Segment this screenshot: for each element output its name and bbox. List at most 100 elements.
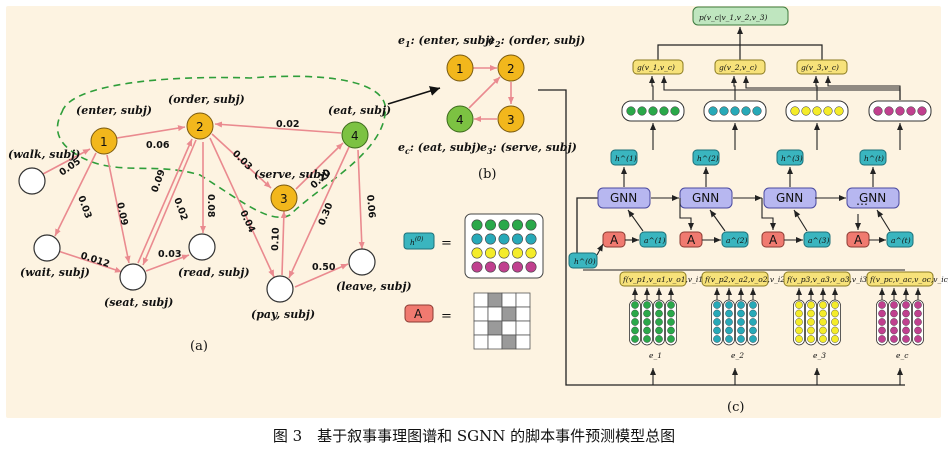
- wire-gnn-to-next-a: [679, 198, 694, 230]
- embedding-dot: [725, 335, 733, 343]
- legend-adjacency-cell: [501, 292, 517, 308]
- weight-pay-serve: 0.10: [270, 227, 282, 251]
- embedding-dot: [819, 309, 827, 318]
- weight-enter-seat: 0.09: [114, 201, 130, 226]
- legend-adjacency-cell: [473, 334, 489, 350]
- embedding-dot: [878, 335, 886, 343]
- b-e2-label: e2: (order, subj): [488, 34, 585, 49]
- vector-dot: [812, 106, 822, 116]
- gnn-block: [846, 187, 900, 209]
- a-vector-text: a^(3): [808, 236, 829, 245]
- legend-h-dot: [484, 233, 496, 245]
- adjacency-a-label: A: [610, 233, 619, 247]
- node-enter: [90, 127, 118, 155]
- b-ec-label: ec: (eat, subj): [398, 141, 481, 156]
- weight-eat-order: 0.02: [276, 119, 299, 130]
- legend-adjacency-cell: [515, 320, 531, 336]
- embedding-dot: [643, 301, 651, 309]
- embedding-dot: [890, 318, 898, 326]
- edge-pay-leave: [294, 263, 349, 288]
- event-label: e_c: [896, 351, 909, 360]
- a-vector-box: [721, 231, 749, 248]
- legend-h-matrix-dots: [471, 219, 537, 273]
- vector-dot: [873, 106, 883, 116]
- legend-adjacency-cell: [487, 306, 503, 322]
- h-state-text: h^(3): [781, 154, 803, 163]
- gnn-block-label: GNN: [776, 191, 803, 205]
- edge-order-serve: [211, 133, 272, 189]
- embedding-dot: [713, 326, 721, 335]
- legend-adjacency-cell: [501, 320, 517, 336]
- embedding-dot: [667, 318, 675, 326]
- g-score-box: [714, 59, 766, 75]
- weight-seat-order: 0.09: [149, 168, 167, 194]
- embedding-dot: [643, 318, 651, 326]
- embedding-dot: [878, 318, 886, 326]
- weight-enter-order: 0.06: [146, 140, 170, 151]
- arrow-a-to-b: [387, 86, 441, 105]
- vector-dot: [917, 106, 927, 116]
- legend: h(0) = A =: [403, 213, 544, 350]
- embedding-f-box: [783, 271, 851, 287]
- embedding-dot: [737, 301, 745, 309]
- legend-h-dot: [498, 233, 510, 245]
- vector-dot: [637, 106, 647, 116]
- label-seat: (seat, subj): [104, 296, 173, 309]
- edge-order-seat: [142, 139, 197, 266]
- legend-adjacency-cell: [515, 306, 531, 322]
- embedding-dot: [643, 326, 651, 335]
- a-vector-box: [639, 231, 667, 248]
- embedding-dot: [878, 326, 886, 335]
- legend-adjacency-cell: [473, 306, 489, 322]
- label-serve: (serve, subj): [254, 168, 330, 181]
- legend-h-dot: [471, 247, 483, 259]
- model-dynamic-layer: g(v_1,v_c)g(v_2,v_c)g(v_3,v_c)h^(1)h^(2)…: [568, 59, 948, 385]
- embedding-dot: [890, 335, 898, 343]
- vector-dot: [670, 106, 680, 116]
- gnn-block: [597, 187, 651, 209]
- embedding-dot: [819, 335, 827, 343]
- embedding-dot: [902, 301, 910, 309]
- vector-dot: [626, 106, 636, 116]
- model-panel-c: p(v_c|v_1,v_2,v_3) g(v_1,v_c)g(v_2,v_c)g…: [538, 6, 948, 415]
- b-node-4-id: 4: [456, 113, 464, 127]
- vector-dot: [834, 106, 844, 116]
- edge-eat-order: [214, 121, 342, 134]
- weight-eat-pay: 0.30: [317, 201, 336, 227]
- legend-adjacency-cell: [473, 320, 489, 336]
- wire-vec-to-g: [731, 76, 737, 100]
- edge-pay-serve: [280, 210, 287, 276]
- legend-adjacency-cell: [515, 334, 531, 350]
- event-label: e_1: [649, 351, 662, 360]
- event-label: e_3: [813, 351, 826, 360]
- b-node-3-id: 3: [507, 113, 515, 127]
- weight-order-read: 0.08: [205, 194, 216, 218]
- embedding-dot: [725, 301, 733, 309]
- embedding-dot: [819, 301, 827, 309]
- vector-dot: [708, 106, 718, 116]
- embedding-f-box: [701, 271, 769, 287]
- node-serve-id: 3: [280, 192, 288, 206]
- edge-enter-seat: [106, 154, 131, 264]
- legend-h-dot: [471, 233, 483, 245]
- g-score-text: g(v_2,v_c): [719, 63, 757, 72]
- panel-a-label: (a): [190, 339, 208, 354]
- embedding-f-box: [619, 271, 687, 287]
- embedding-dot: [713, 301, 721, 309]
- legend-h-dot: [484, 247, 496, 259]
- legend-adjacency-cell: [515, 292, 531, 308]
- embedding-dot: [795, 309, 803, 318]
- legend-a-text: A: [414, 307, 423, 321]
- h-state-box: [610, 149, 638, 166]
- embedding-dot: [795, 335, 803, 343]
- panel-c-label: (c): [727, 400, 744, 415]
- embedding-dot: [737, 318, 745, 326]
- embedding-dot: [749, 309, 757, 318]
- embedding-dot: [655, 301, 663, 309]
- embedding-dot: [737, 335, 745, 343]
- vector-dot: [752, 106, 762, 116]
- embedding-dot: [749, 335, 757, 343]
- legend-h-dot: [484, 261, 496, 273]
- embedding-dot: [655, 335, 663, 343]
- embedding-dot: [878, 309, 886, 318]
